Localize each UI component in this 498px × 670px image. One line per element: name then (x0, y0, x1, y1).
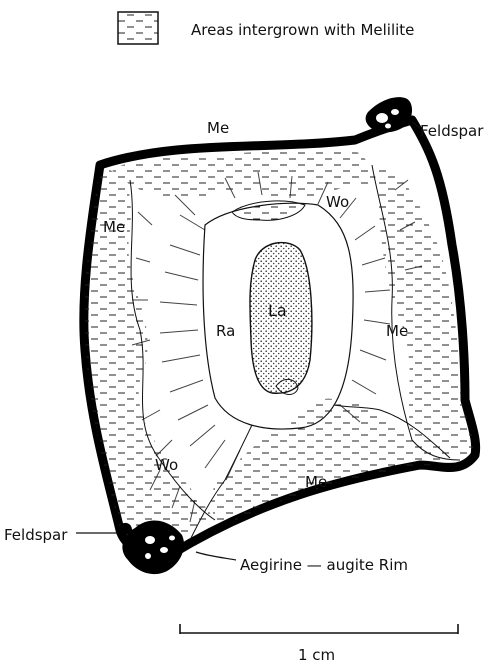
label-me-right: Me (386, 322, 408, 340)
rim-leader (196, 552, 236, 560)
scale-bar: 1 cm (180, 624, 458, 664)
label-me-bottom: Me (305, 473, 327, 491)
scale-bar-label: 1 cm (298, 646, 335, 664)
label-wo-bottom: Wo (155, 456, 178, 474)
feldspar-bottom-left (118, 521, 184, 575)
label-la: La (268, 301, 287, 320)
label-rim: Aegirine — augite Rim (240, 556, 408, 574)
label-wo-top: Wo (326, 193, 349, 211)
legend: Areas intergrown with Melilite (118, 12, 414, 44)
label-feldspar-bottom: Feldspar (4, 526, 68, 544)
legend-swatch (118, 12, 158, 44)
label-feldspar-top: Feldspar (420, 122, 484, 140)
label-me-left: Me (103, 218, 125, 236)
label-ra: Ra (216, 322, 235, 340)
label-me-top: Me (207, 119, 229, 137)
legend-label: Areas intergrown with Melilite (191, 21, 414, 39)
